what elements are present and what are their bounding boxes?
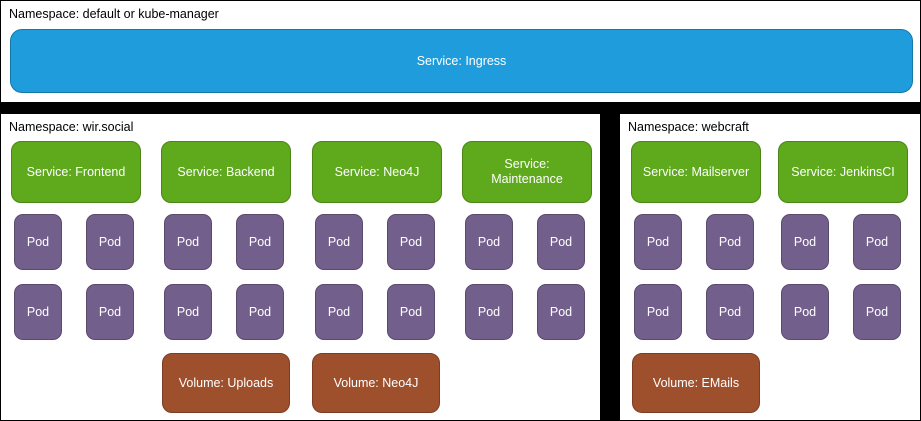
volume-emails[interactable]: Volume: EMails [632, 353, 760, 413]
pod[interactable]: Pod [537, 284, 585, 340]
pod[interactable]: Pod [236, 214, 284, 270]
pod[interactable]: Pod [537, 214, 585, 270]
pod[interactable]: Pod [387, 284, 435, 340]
service-maintenance[interactable]: Service: Maintenance [462, 141, 592, 203]
namespace-panel-wir-social: Namespace: wir.social Service: Frontend … [0, 113, 601, 421]
service-frontend[interactable]: Service: Frontend [11, 141, 141, 203]
namespace-panel-webcraft: Namespace: webcraft Service: Mailserver … [619, 113, 921, 421]
namespace-label-wir-social: Namespace: wir.social [9, 120, 134, 134]
pod[interactable]: Pod [315, 214, 363, 270]
namespace-label-webcraft: Namespace: webcraft [628, 120, 749, 134]
pod[interactable]: Pod [634, 284, 682, 340]
pod[interactable]: Pod [164, 284, 212, 340]
service-neo4j[interactable]: Service: Neo4J [312, 141, 442, 203]
namespace-panel-default: Namespace: default or kube-manager Servi… [0, 0, 921, 103]
pod[interactable]: Pod [781, 214, 829, 270]
volume-uploads[interactable]: Volume: Uploads [162, 353, 290, 413]
service-ingress[interactable]: Service: Ingress [10, 29, 913, 93]
pod[interactable]: Pod [465, 214, 513, 270]
pod[interactable]: Pod [86, 284, 134, 340]
pod[interactable]: Pod [315, 284, 363, 340]
pod[interactable]: Pod [853, 214, 901, 270]
pod[interactable]: Pod [164, 214, 212, 270]
pod[interactable]: Pod [387, 214, 435, 270]
pod[interactable]: Pod [706, 214, 754, 270]
namespace-label-default: Namespace: default or kube-manager [9, 7, 219, 21]
pod[interactable]: Pod [465, 284, 513, 340]
service-backend[interactable]: Service: Backend [161, 141, 291, 203]
pod[interactable]: Pod [706, 284, 754, 340]
pod[interactable]: Pod [14, 284, 62, 340]
pod[interactable]: Pod [634, 214, 682, 270]
service-jenkinsci[interactable]: Service: JenkinsCI [778, 141, 908, 203]
pod[interactable]: Pod [236, 284, 284, 340]
pod[interactable]: Pod [853, 284, 901, 340]
pod[interactable]: Pod [781, 284, 829, 340]
volume-neo4j[interactable]: Volume: Neo4J [312, 353, 440, 413]
pod[interactable]: Pod [86, 214, 134, 270]
pod[interactable]: Pod [14, 214, 62, 270]
service-mailserver[interactable]: Service: Mailserver [631, 141, 761, 203]
